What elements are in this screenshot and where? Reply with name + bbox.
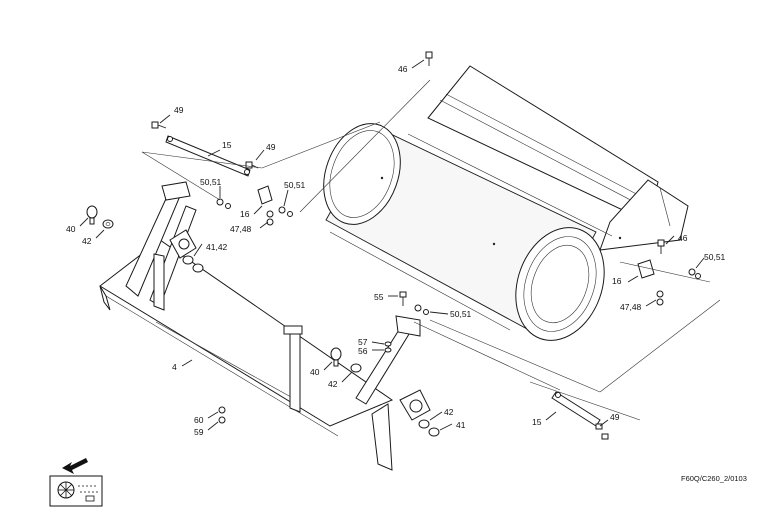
callout-40: 40 [310, 367, 320, 377]
callout-42: 42 [82, 236, 92, 246]
callout-50-51: 50,51 [450, 309, 472, 319]
callout-41-42: 41,42 [206, 242, 228, 252]
callout-50-51: 50,51 [284, 180, 306, 190]
frame-assembly [99, 181, 431, 471]
callout-42: 42 [444, 407, 454, 417]
callout-60: 60 [194, 415, 204, 425]
callout-15: 15 [532, 417, 542, 427]
callout-49: 49 [174, 105, 184, 115]
bearing-right [399, 389, 431, 421]
callout-49: 49 [610, 412, 620, 422]
callout-47-48: 47,48 [230, 224, 252, 234]
callout-42: 42 [328, 379, 338, 389]
drawing-reference: F60Q/C260_2/0103 [681, 474, 747, 483]
callout-49: 49 [266, 142, 276, 152]
callout-16: 16 [612, 276, 622, 286]
sieve-drum-housing [323, 65, 689, 341]
hardware [86, 51, 701, 440]
callout-47-48: 47,48 [620, 302, 642, 312]
callout-4: 4 [172, 362, 177, 372]
callout-50-51: 50,51 [704, 252, 726, 262]
callout-46: 46 [398, 64, 408, 74]
callout-59: 59 [194, 427, 204, 437]
callout-labels: 49 15 49 50,51 50,51 16 47,48 40 42 41,4… [66, 64, 726, 437]
tie-rod-lower [551, 391, 601, 427]
bearing-left [169, 229, 197, 259]
callout-15: 15 [222, 140, 232, 150]
callout-50-51: 50,51 [200, 177, 222, 187]
direction-arrow [62, 458, 88, 474]
callout-16: 16 [240, 209, 250, 219]
callout-56: 56 [358, 346, 368, 356]
assembly-guide-lines [141, 79, 721, 421]
leader-lines [79, 59, 705, 431]
machine-icon [49, 475, 103, 507]
callout-41: 41 [456, 420, 466, 430]
callout-55: 55 [374, 292, 384, 302]
callout-40: 40 [66, 224, 76, 234]
callout-46: 46 [678, 233, 688, 243]
callout-57: 57 [358, 337, 368, 347]
